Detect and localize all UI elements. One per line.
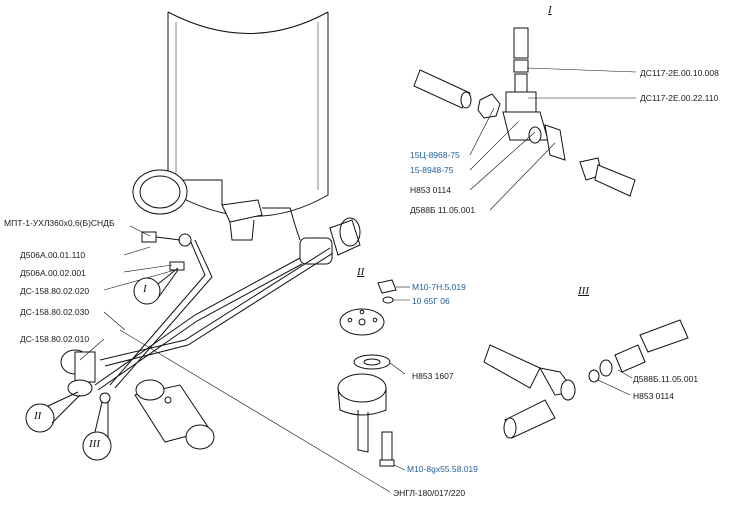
label-d588: Д588Б 11.05.001 xyxy=(410,205,476,215)
hydraulic-cylinder xyxy=(134,379,215,450)
view-I-numeral: I xyxy=(548,4,552,16)
view-III-numeral: III xyxy=(578,285,589,297)
link-m10-8g[interactable]: М10-8gх55.58.019 xyxy=(407,464,478,474)
callout-ds020: ДС-158.80.02.020 xyxy=(20,286,90,296)
link-65g-06[interactable]: 10 65Г 06 xyxy=(412,296,450,306)
link-m10-7h[interactable]: М10-7Н.5.019 xyxy=(412,282,466,292)
view-II-numeral: II xyxy=(357,266,365,278)
link-15c-8968[interactable]: 15Ц-8968-75 xyxy=(410,150,460,160)
link-15-8948[interactable]: 15-8948-75 xyxy=(410,165,454,175)
callout-d506-001: Д506А.00.02.001 xyxy=(20,268,86,278)
callout-ds010: ДС-158.80.02.010 xyxy=(20,334,90,344)
bubble-II-numeral: II xyxy=(34,410,42,422)
bubble-I-numeral: I xyxy=(143,283,147,295)
callout-mpt: МПТ-1-УХЛ360х0,6(Б)СНДБ xyxy=(4,218,115,228)
label-ds110: ДС117-2Е.00.22.110 xyxy=(640,93,719,103)
label-d588b: Д588Б.11.05.001 xyxy=(633,374,699,384)
callout-d506-110: Д506А.00.01.110 xyxy=(20,250,86,260)
view-II-detail xyxy=(337,279,410,471)
filter-canister xyxy=(132,169,223,215)
callout-bubble-II xyxy=(25,391,81,433)
fitting-cluster xyxy=(141,231,192,271)
callout-bubble-I xyxy=(133,267,179,305)
pump-motor xyxy=(294,217,361,265)
label-engl: ЭНГЛ-180/017/220 xyxy=(393,488,466,498)
valve-box xyxy=(221,199,296,241)
tank xyxy=(167,11,329,217)
lower-pump xyxy=(60,349,111,404)
label-ds008: ДС117-2Е.00.10.008 xyxy=(640,68,719,78)
view-I-detail xyxy=(413,27,637,211)
view-III-detail xyxy=(483,319,689,439)
leader-lines-left xyxy=(79,225,176,361)
callout-ds030: ДС-158.80.02.030 xyxy=(20,307,90,317)
label-n0114b: Н853 0114 xyxy=(633,391,674,401)
callout-bubble-III xyxy=(82,401,112,461)
pipelines xyxy=(94,239,334,391)
label-n1607: Н853 1607 xyxy=(412,371,454,381)
bubble-III-numeral: III xyxy=(89,438,100,450)
label-n0114: Н853 0114 xyxy=(410,185,451,195)
